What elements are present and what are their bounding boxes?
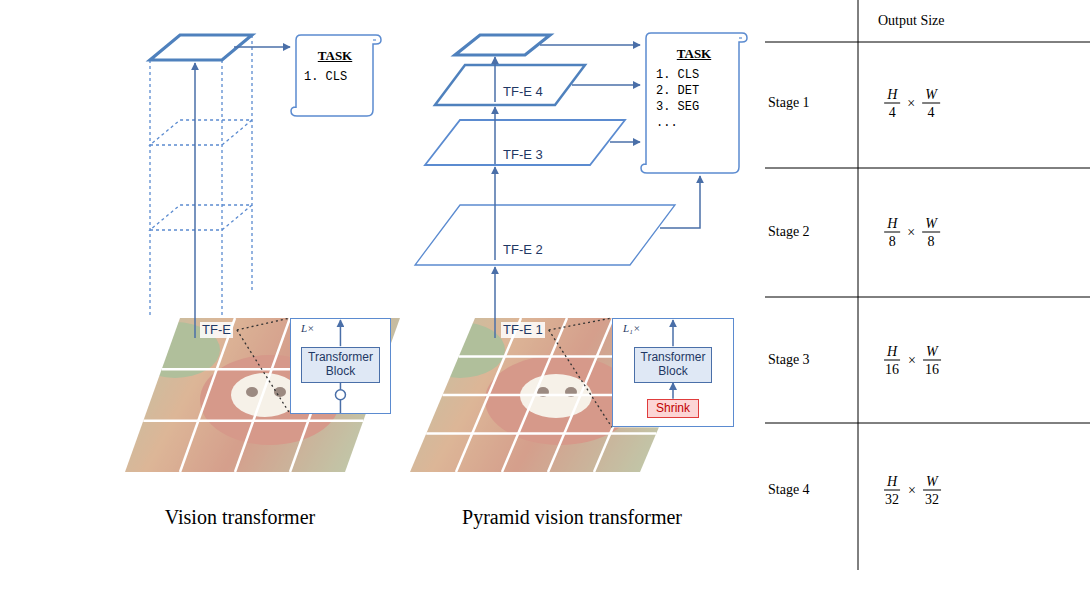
tfe-arrows <box>494 57 496 338</box>
stage-label: TF-E 1 <box>501 322 545 338</box>
numerator: W <box>922 86 940 104</box>
node-label: Shrink <box>656 401 690 417</box>
stage-label: TF-E 4 <box>502 84 544 100</box>
output-size: H8×W8 <box>884 215 940 250</box>
denominator: 4 <box>887 104 898 121</box>
fraction: W8 <box>922 215 940 250</box>
denominator: 4 <box>926 104 937 121</box>
task-heading: TASK <box>656 46 732 63</box>
task-document: TASK 1. CLS2. DET3. SEG... <box>640 30 748 175</box>
fraction: H16 <box>883 343 901 378</box>
times-sign: × <box>908 352 916 369</box>
tfe-arrow <box>194 63 196 338</box>
feature-map <box>425 120 625 165</box>
node-label: Transformer Block <box>641 351 706 379</box>
node-label: L× <box>301 322 315 335</box>
document-curl <box>739 37 742 38</box>
fraction: W4 <box>922 86 940 121</box>
connector <box>672 383 674 399</box>
grid-line <box>180 318 235 472</box>
block-input-line <box>340 400 342 414</box>
transformer-inset: L× Transformer Block <box>290 318 391 414</box>
times-sign: × <box>908 482 916 499</box>
feature-map <box>435 65 585 105</box>
shrink-box: Shrink <box>647 399 699 419</box>
times-sign: × <box>907 224 915 241</box>
output-size: H4×W4 <box>884 86 940 121</box>
stage-name: Stage 1 <box>768 94 810 112</box>
task-item: 1. CLS <box>304 69 366 85</box>
fraction: W32 <box>923 473 941 508</box>
stage-name: Stage 2 <box>768 223 810 241</box>
feature-map <box>455 35 550 55</box>
task-item: ... <box>656 115 732 131</box>
dashed-tower <box>150 35 252 318</box>
output-arrow <box>234 46 290 48</box>
table-header: Output Size <box>878 12 945 30</box>
transformer-inset: L₁× Transformer BlockShrink <box>612 318 734 427</box>
document-shape <box>291 35 381 116</box>
zoom-leader <box>237 330 290 414</box>
block-output-arrow <box>672 320 674 346</box>
stage-label: TF-E <box>200 322 233 338</box>
block-input-line <box>340 383 342 390</box>
zoom-leader <box>549 330 612 427</box>
output-size: H32×W32 <box>883 473 941 508</box>
caption: Pyramid vision transformer <box>462 505 682 529</box>
denominator: 8 <box>887 233 898 250</box>
denominator: 8 <box>926 233 937 250</box>
stage-name: Stage 4 <box>768 481 810 499</box>
task-item: 2. DET <box>656 83 732 99</box>
task-item: 1. CLS <box>656 67 732 83</box>
node-label: Transformer Block <box>308 351 373 379</box>
zoom-leader <box>237 318 290 330</box>
grid-line <box>426 432 656 435</box>
task-heading: TASK <box>304 48 366 65</box>
image-patches <box>120 315 410 475</box>
node-label: L₁× <box>623 322 640 335</box>
output-arrow <box>610 141 640 143</box>
task-document: TASK 1. CLS <box>290 32 382 118</box>
fraction: W16 <box>923 343 941 378</box>
numerator: H <box>884 343 900 361</box>
output-size: H16×W16 <box>883 343 941 378</box>
inset-ground <box>290 318 391 414</box>
input-node <box>335 390 345 400</box>
denominator: 32 <box>923 491 941 508</box>
numerator: W <box>923 473 941 491</box>
numerator: W <box>922 215 940 233</box>
fraction: H32 <box>883 473 901 508</box>
numerator: H <box>884 86 900 104</box>
fraction: H8 <box>884 215 900 250</box>
denominator: 16 <box>883 361 901 378</box>
grid-line <box>143 419 363 422</box>
grid-line <box>235 318 290 472</box>
times-sign: × <box>907 95 915 112</box>
task-item: 3. SEG <box>656 99 732 115</box>
fraction: H4 <box>884 86 900 121</box>
denominator: 32 <box>883 491 901 508</box>
caption: Vision transformer <box>165 505 315 529</box>
stage-label: TF-E 3 <box>502 147 544 163</box>
numerator: H <box>884 215 900 233</box>
output-arrow <box>540 44 640 46</box>
transformer-block: Transformer Block <box>301 347 380 383</box>
numerator: H <box>884 473 900 491</box>
output-arrow <box>572 84 640 86</box>
feature-map <box>415 205 675 265</box>
document-shape <box>641 33 747 173</box>
stage-name: Stage 3 <box>768 351 810 369</box>
document-curl <box>373 39 376 40</box>
numerator: W <box>923 343 941 361</box>
table-rules <box>765 0 1090 570</box>
patch-grid <box>143 318 688 472</box>
block-output-arrow <box>340 320 342 346</box>
inset-ground <box>612 318 734 427</box>
zoom-leader <box>549 318 612 330</box>
denominator: 16 <box>923 361 941 378</box>
stage-label: TF-E 2 <box>502 242 544 258</box>
output-arrow <box>660 176 700 228</box>
transformer-block: Transformer Block <box>634 347 713 383</box>
